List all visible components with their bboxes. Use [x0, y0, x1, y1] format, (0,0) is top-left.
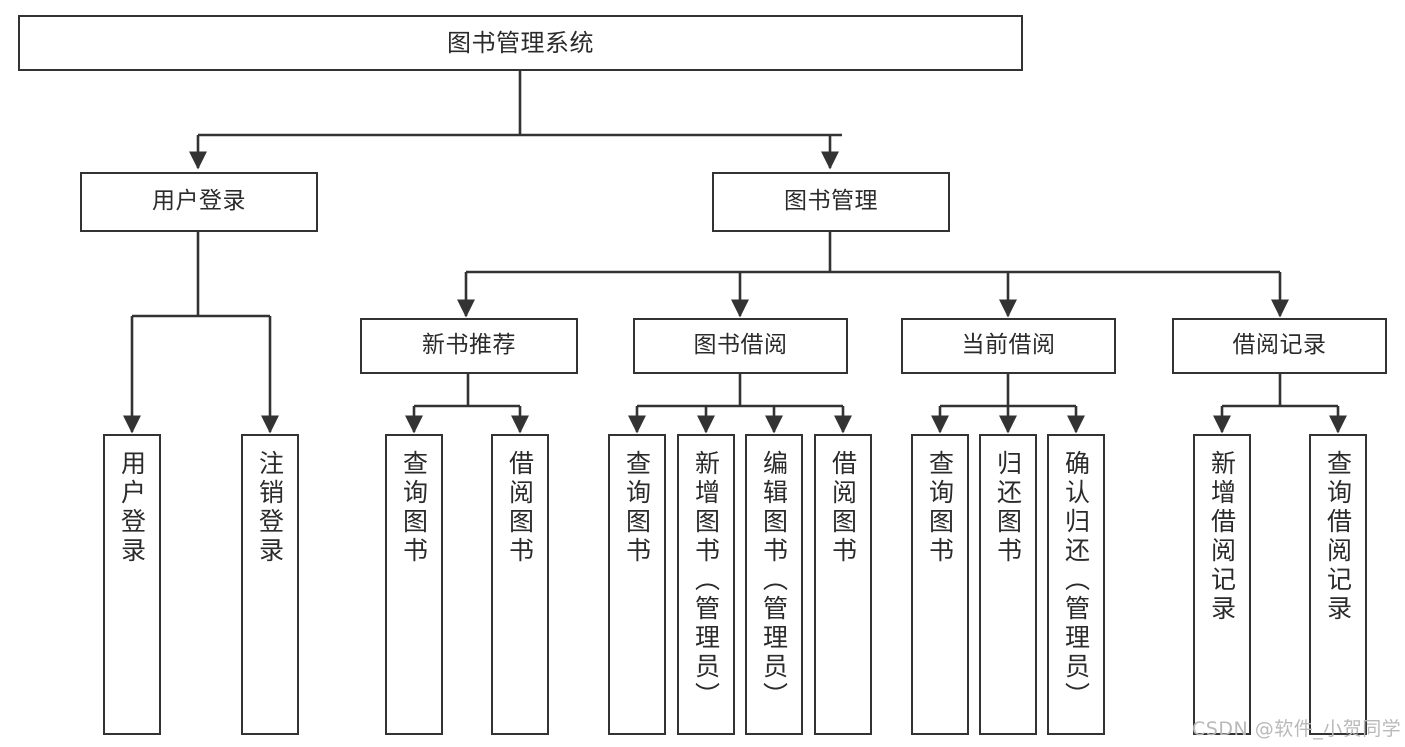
- node-current-borrow[interactable]: 当前借阅: [901, 318, 1116, 374]
- leaf-borrow-book[interactable]: 借阅图书: [814, 434, 872, 735]
- leaf-add-book-admin[interactable]: 新增图书（管理员）: [677, 434, 735, 735]
- csdn-watermark: CSDN @软件_小贺同学: [1192, 718, 1402, 740]
- node-label: 用户登录: [152, 188, 246, 215]
- node-label: 图书管理系统: [447, 28, 594, 57]
- leaf-query-book-borrow[interactable]: 查询图书: [608, 434, 666, 735]
- node-label: 查询借阅记录: [1323, 450, 1353, 624]
- node-user-login[interactable]: 用户登录: [80, 172, 318, 232]
- leaf-user-login[interactable]: 用户登录: [103, 434, 161, 735]
- leaf-borrow-book-recommend[interactable]: 借阅图书: [491, 434, 549, 735]
- node-label: 当前借阅: [961, 332, 1056, 359]
- node-label: 借阅记录: [1232, 332, 1327, 359]
- node-label: 归还图书: [993, 450, 1023, 566]
- node-root-book-management-system[interactable]: 图书管理系统: [18, 15, 1023, 71]
- node-label: 图书管理: [784, 188, 878, 215]
- node-book-borrow[interactable]: 图书借阅: [633, 318, 848, 374]
- node-book-management[interactable]: 图书管理: [712, 172, 950, 232]
- leaf-query-book-current[interactable]: 查询图书: [911, 434, 969, 735]
- node-label: 新书推荐: [422, 332, 516, 359]
- leaf-edit-book-admin[interactable]: 编辑图书（管理员）: [745, 434, 803, 735]
- node-label: 新增借阅记录: [1207, 450, 1237, 624]
- node-label: 图书借阅: [693, 332, 788, 359]
- node-borrow-record[interactable]: 借阅记录: [1172, 318, 1387, 374]
- node-new-book-recommend[interactable]: 新书推荐: [360, 318, 578, 374]
- node-label: 借阅图书: [828, 450, 858, 566]
- leaf-confirm-return-admin[interactable]: 确认归还（管理员）: [1047, 434, 1105, 735]
- leaf-return-book[interactable]: 归还图书: [979, 434, 1037, 735]
- node-label: 用户登录: [117, 450, 147, 566]
- leaf-query-book-recommend[interactable]: 查询图书: [385, 434, 443, 735]
- leaf-logout-login[interactable]: 注销登录: [241, 434, 299, 735]
- node-label: 确认归还（管理员）: [1061, 450, 1091, 711]
- node-label: 查询图书: [622, 450, 652, 566]
- node-label: 查询图书: [399, 450, 429, 566]
- node-label: 查询图书: [925, 450, 955, 566]
- node-label: 编辑图书（管理员）: [759, 450, 789, 711]
- node-label: 新增图书（管理员）: [691, 450, 721, 711]
- node-label: 注销登录: [255, 450, 285, 566]
- leaf-query-borrow-record[interactable]: 查询借阅记录: [1309, 434, 1367, 735]
- leaf-add-borrow-record[interactable]: 新增借阅记录: [1193, 434, 1251, 735]
- node-label: 借阅图书: [505, 450, 535, 566]
